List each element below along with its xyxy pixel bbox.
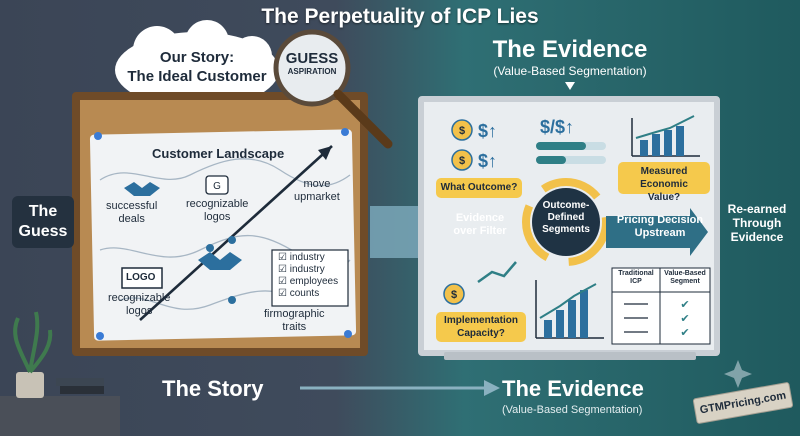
measured-value-label: Measured Economic Value? xyxy=(618,162,710,203)
bar-chart-icon xyxy=(535,280,604,339)
growth-chart-icon: $ xyxy=(443,261,517,305)
dollar-arrow-icon: $↑ xyxy=(478,151,497,171)
checklist-item-text: counts xyxy=(289,288,320,299)
pin-icon xyxy=(341,128,349,136)
comparison-table: ✔ ✔ ✔ xyxy=(611,267,711,345)
checklist-item-text: industry xyxy=(289,264,325,275)
dollar-arrow-icon: $↑ xyxy=(478,121,497,141)
re-earned-text: Re-earned Through Evidence xyxy=(727,202,787,244)
sparkle-icon xyxy=(724,360,752,388)
label-successful-deals: successful deals xyxy=(106,200,158,225)
table-header-traditional: Traditional ICP xyxy=(618,270,654,285)
guess-line2: Guess xyxy=(18,223,68,240)
footer-evidence-subtitle: (Value-Based Segmentation) xyxy=(502,404,643,416)
implementation-capacity-label: Implementation Capacity? xyxy=(436,312,526,342)
page-title: The Perpetuality of ICP Lies xyxy=(261,5,539,28)
label-recognizable-logos-1: recognizable logos xyxy=(186,198,249,223)
evidence-heading-subtitle: (Value-Based Segmentation) xyxy=(493,64,647,78)
logo-box-text: LOGO xyxy=(126,272,156,283)
magnifier-line2: ASPIRATION xyxy=(287,67,337,76)
magnifier-line1: GUESS xyxy=(285,50,339,67)
dollar-up-icon: $ xyxy=(451,149,473,171)
plant-leaves-icon xyxy=(13,311,53,374)
footer-arrowhead-icon xyxy=(484,380,500,396)
handshake-icon xyxy=(124,182,160,196)
progress-bar-fill xyxy=(536,156,566,164)
evidence-heading: The Evidence (Value-Based Segmentation) xyxy=(470,36,670,78)
checklist-item-text: employees xyxy=(289,276,339,287)
dollar-up-icon: $ xyxy=(451,119,473,141)
desk-shelf xyxy=(0,396,120,436)
guess-line1: The xyxy=(28,203,58,220)
pin-icon xyxy=(94,132,102,140)
upmarket-arrow-line xyxy=(139,145,333,321)
checklist-item: ☑ industry xyxy=(278,252,325,263)
book-icon xyxy=(56,378,104,386)
thought-cloud-icon xyxy=(115,20,279,134)
logo-icon xyxy=(205,175,229,195)
magnifying-glass-icon xyxy=(273,29,393,149)
cloud-line2: The Ideal Customer xyxy=(127,68,267,85)
progress-bar-fill xyxy=(536,142,586,150)
evidence-heading-title: The Evidence xyxy=(492,36,648,63)
plant-pot-icon xyxy=(16,372,44,398)
bar-chart-icon xyxy=(631,115,700,157)
pin-icon xyxy=(344,330,352,338)
checklist-item: ☑ counts xyxy=(278,288,320,299)
footer-story: The Story xyxy=(162,376,264,401)
footer-evidence: The Evidence xyxy=(502,376,644,401)
dollar-slash-icon: $/$↑ xyxy=(540,117,574,137)
checklist-item: ☑ employees xyxy=(278,276,339,287)
handshake-icon xyxy=(198,252,242,270)
magnifier-text: GUESS ASPIRATION xyxy=(280,50,344,76)
svg-text:$: $ xyxy=(459,155,465,167)
label-recognizable-logos-2: recognizable logos xyxy=(108,292,171,317)
cloud-text: Our Story: The Ideal Customer xyxy=(112,48,282,86)
what-outcome-label: What Outcome? xyxy=(436,178,522,198)
map-contour-1 xyxy=(99,158,351,187)
checklist-item: ☑ industry xyxy=(278,264,325,275)
svg-text:$: $ xyxy=(459,125,465,137)
svg-text:✔: ✔ xyxy=(680,298,689,311)
map-dot xyxy=(228,296,236,304)
the-guess-box: The Guess xyxy=(12,196,74,248)
map-dot xyxy=(228,236,236,244)
pin-icon xyxy=(96,332,104,340)
svg-text:G: G xyxy=(213,181,221,192)
map-dot xyxy=(206,244,214,252)
evidence-over-filter-label: Evidence over Filter xyxy=(453,212,507,237)
cloud-line1: Our Story: xyxy=(159,49,235,66)
book-icon xyxy=(60,386,104,394)
flow-arrow-right xyxy=(606,208,708,256)
label-move-upmarket: move upmarket xyxy=(294,178,340,203)
table-header-value-based: Value-Based Segment xyxy=(664,270,706,285)
outcome-segments-label: Outcome- Defined Segments xyxy=(542,200,590,235)
checklist-item-text: industry xyxy=(289,252,325,263)
pricing-upstream-label: Pricing Decision Upstream xyxy=(616,214,704,239)
whiteboard-tray xyxy=(444,352,696,360)
svg-text:$: $ xyxy=(451,289,457,301)
checklist-card xyxy=(271,249,349,307)
svg-text:✔: ✔ xyxy=(680,312,689,325)
logo-box xyxy=(121,267,163,289)
upmarket-arrowhead-icon xyxy=(318,146,332,160)
checklist: ☑ industry ☑ industry ☑ employees ☑ coun… xyxy=(278,252,338,300)
evidence-pointer-icon xyxy=(565,82,575,90)
map-title: Customer Landscape xyxy=(152,146,285,161)
svg-text:✔: ✔ xyxy=(680,326,689,339)
label-firmographic: firmographic traits xyxy=(264,308,325,333)
